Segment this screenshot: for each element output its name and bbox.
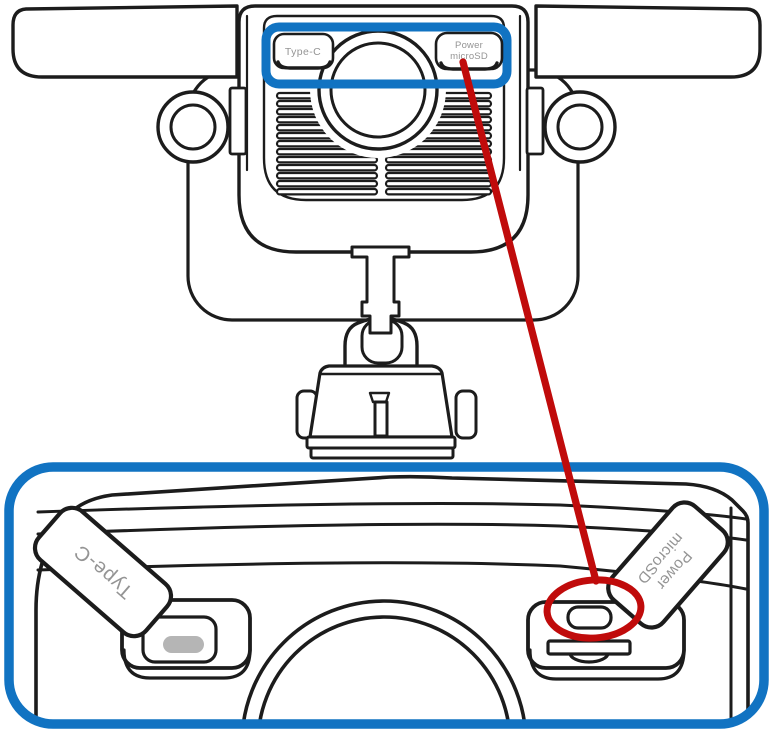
lock-lever	[373, 400, 389, 438]
type-c-port-button: Type-C	[272, 32, 335, 70]
power-recess-lip	[528, 648, 686, 681]
power-button-lip	[439, 61, 499, 71]
power-button-label-line1: Power	[455, 40, 483, 51]
camera-lens-dome-inner	[256, 615, 512, 723]
vent-slat	[384, 187, 493, 196]
vent-slat	[384, 155, 493, 164]
hinge-bracket-left	[228, 86, 248, 156]
type-c-button-lip	[276, 60, 332, 70]
type-c-cover-tag: Type-C	[32, 505, 174, 639]
microsd-slot	[546, 639, 632, 656]
type-c-button-label: Type-C	[285, 46, 321, 58]
callout-line	[459, 58, 600, 585]
lens-barrel-inner	[329, 41, 427, 139]
mirror-wing-left	[11, 4, 239, 79]
hinge-joint-right-inner	[556, 103, 604, 151]
vent-slat	[275, 163, 379, 172]
base-plate-lower	[309, 446, 455, 460]
mirror-wing-right	[534, 4, 762, 79]
type-c-port-closeup	[120, 598, 252, 680]
mount-stem	[350, 245, 411, 335]
power-microsd-port-button: Power microSD	[434, 31, 504, 71]
vent-slat	[384, 171, 493, 180]
hinge-joint-left-inner	[169, 103, 217, 151]
top-view-dashcam: Type-C Power microSD	[11, 4, 762, 460]
vent-slat	[275, 187, 379, 196]
vent-slat	[275, 179, 379, 188]
vent-slat	[384, 179, 493, 188]
vent-slat	[275, 171, 379, 180]
vent-slat	[384, 163, 493, 172]
top-ports-highlight-frame	[261, 22, 512, 89]
type-c-tag-shape	[32, 505, 174, 639]
power-button-label-line2: microSD	[450, 51, 488, 62]
closeup-view-ports: Type-C Power microSD	[32, 474, 750, 723]
base-ear-right	[454, 389, 478, 440]
type-c-socket	[163, 636, 204, 653]
power-port-opening	[566, 605, 613, 630]
closeup-highlight-frame	[4, 462, 769, 729]
hinge-bracket-right	[525, 86, 545, 156]
vent-slat	[275, 155, 379, 164]
base-plate-upper	[305, 435, 457, 450]
mount-stand	[295, 245, 478, 460]
callout-ellipse-power-port	[543, 576, 645, 642]
type-c-recess-lip	[122, 648, 252, 680]
